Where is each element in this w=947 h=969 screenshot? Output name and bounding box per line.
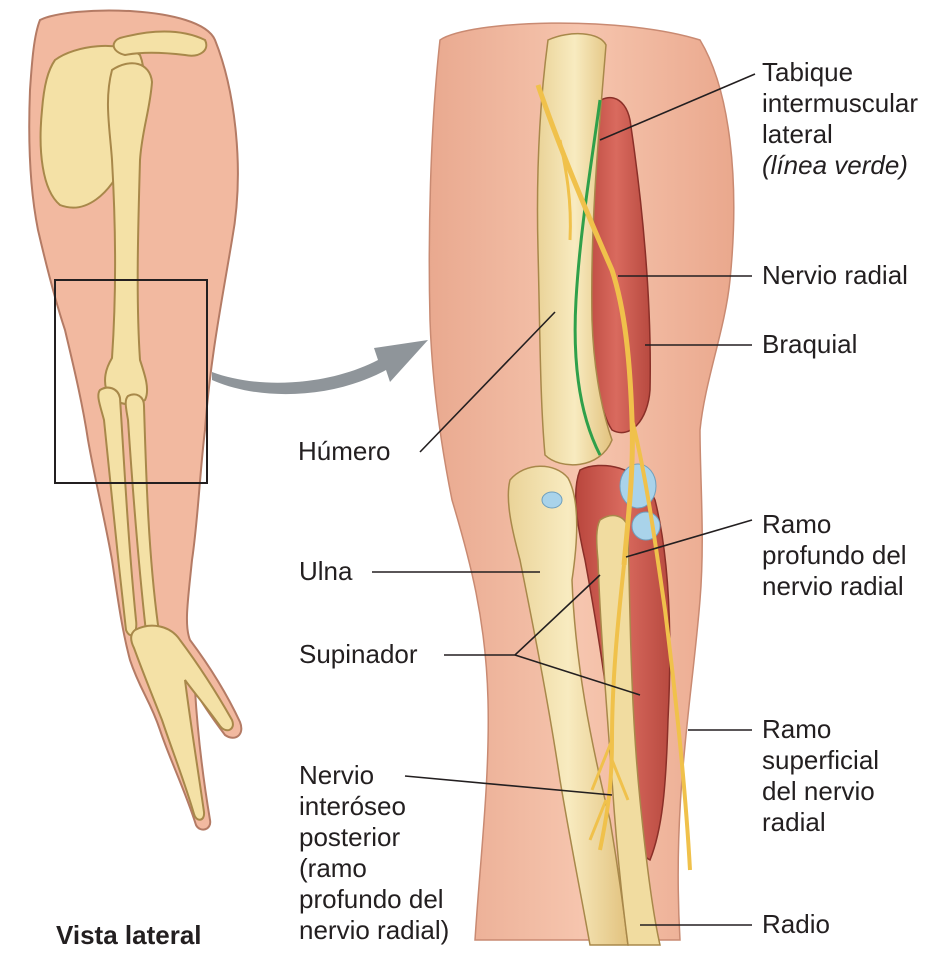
view-title: Vista lateral — [56, 920, 202, 951]
label-interoseo: Nervio interóseo posterior (ramo profund… — [299, 760, 449, 946]
small-arm-view — [29, 10, 241, 829]
label-humero: Húmero — [298, 436, 390, 467]
label-tabique: Tabique intermuscular lateral (línea ver… — [762, 57, 918, 181]
label-nervio-radial: Nervio radial — [762, 260, 908, 291]
small-clavicle — [114, 32, 207, 56]
zoom-arrow — [212, 340, 428, 394]
label-ramo-profundo: Ramo profundo del nervio radial — [762, 509, 907, 602]
label-tabique-note: (línea verde) — [762, 150, 918, 181]
label-ramo-superficial: Ramo superficial del nervio radial — [762, 714, 879, 838]
label-supinador: Supinador — [299, 639, 418, 670]
label-ulna: Ulna — [299, 556, 352, 587]
small-hand — [131, 626, 233, 820]
detail-arm-view — [429, 23, 733, 945]
label-radio: Radio — [762, 909, 830, 940]
olecranon-cartilage — [542, 492, 562, 508]
label-braquial: Braquial — [762, 329, 857, 360]
